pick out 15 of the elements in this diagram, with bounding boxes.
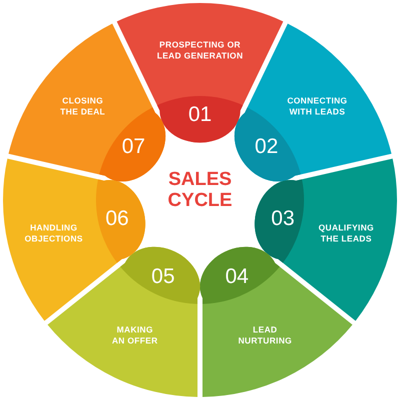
step-label: QUALIFYING THE LEADS — [318, 222, 375, 244]
step-label: CLOSING THE DEAL — [59, 96, 106, 117]
step-label: CONNECTING WITH LEADS — [286, 96, 348, 117]
step-label: HANDLING OBJECTIONS — [24, 222, 84, 244]
step-number: 07 — [122, 136, 146, 158]
step-number: 02 — [254, 136, 278, 158]
step-number: 05 — [151, 266, 175, 288]
step-number: 04 — [225, 266, 249, 288]
step-label: MAKING AN OFFER — [110, 324, 159, 346]
step-label: PROSPECTING OR LEAD GENERATION — [156, 40, 244, 60]
step-number: 01 — [188, 104, 212, 126]
step-number: 03 — [271, 208, 295, 230]
step-number: 06 — [105, 208, 129, 230]
diagram-title: SALES CYCLE — [166, 169, 234, 211]
step-label: LEAD NURTURING — [237, 324, 293, 346]
